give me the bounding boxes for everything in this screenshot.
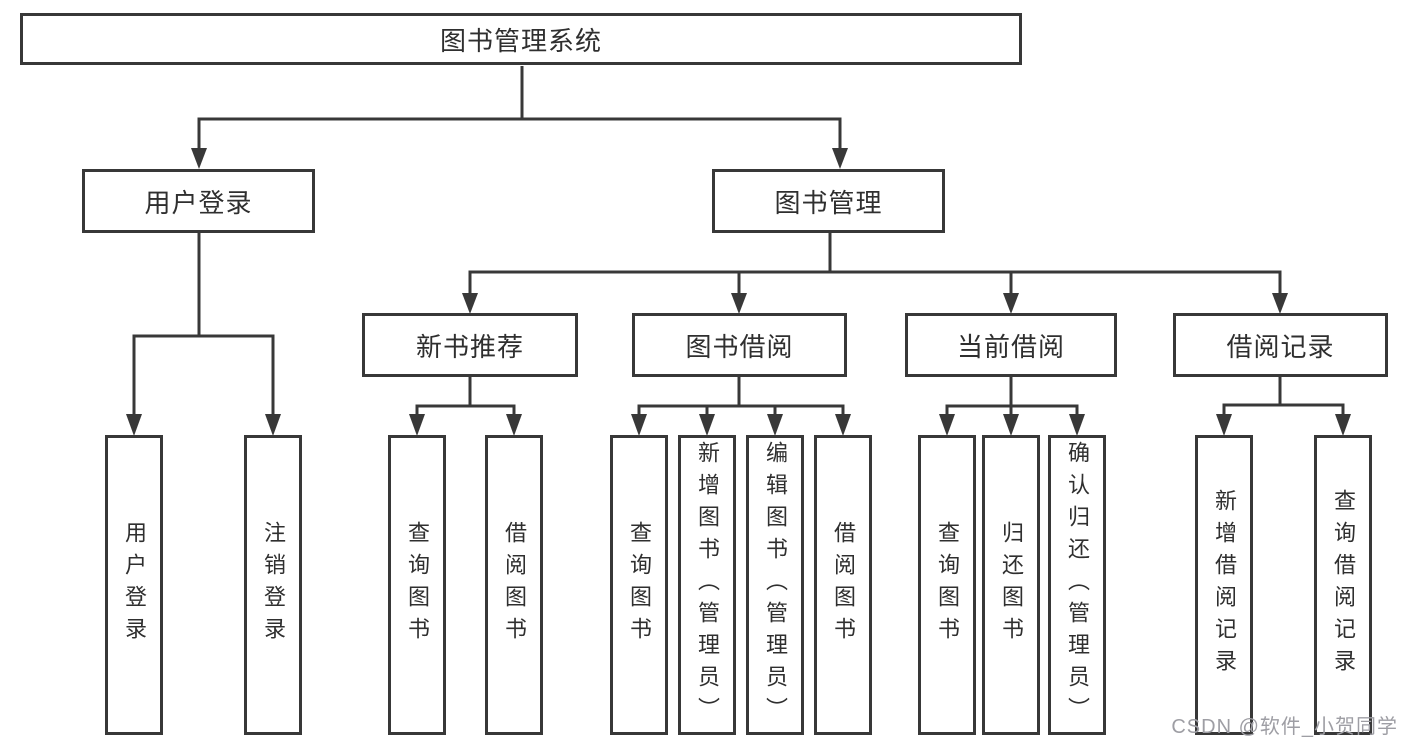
arrow-down-icon [506, 414, 522, 436]
arrow-down-icon [126, 414, 142, 436]
leaf-current-return-books: 归还图书 [982, 435, 1040, 735]
node-borrowing-records: 借阅记录 [1173, 313, 1388, 377]
arrow-down-icon [939, 414, 955, 436]
arrow-down-icon [631, 414, 647, 436]
leaf-current-confirm-return-admin: 确认归还（管理员） [1048, 435, 1106, 735]
leaf-user-login: 用户登录 [105, 435, 163, 735]
arrow-down-icon [731, 293, 747, 314]
leaf-logout: 注销登录 [244, 435, 302, 735]
node-current-borrowing: 当前借阅 [905, 313, 1117, 377]
node-book-borrowing: 图书借阅 [632, 313, 847, 377]
node-label: 用户登录 [144, 187, 253, 218]
arrow-down-icon [835, 414, 851, 436]
connector-borrow-records-children [1216, 377, 1351, 436]
csdn-watermark: CSDN @软件_小贺同学 [1171, 716, 1398, 738]
leaf-borrow-add-books-admin: 新增图书（管理员） [678, 435, 736, 735]
arrow-down-icon [409, 414, 425, 436]
node-label: 借阅图书 [831, 521, 856, 649]
leaf-newbook-query-books: 查询图书 [388, 435, 446, 735]
arrow-down-icon [1272, 293, 1288, 314]
arrow-down-icon [1216, 414, 1232, 436]
node-user-login: 用户登录 [82, 169, 315, 233]
node-label: 确认归还（管理员） [1065, 441, 1090, 729]
leaf-borrow-edit-books-admin: 编辑图书（管理员） [746, 435, 804, 735]
connector-user-login-children [126, 233, 281, 436]
leaf-borrow-borrow-books: 借阅图书 [814, 435, 872, 735]
node-label: 查询图书 [627, 521, 652, 649]
arrow-down-icon [462, 293, 478, 314]
node-label: 图书管理 [774, 187, 883, 218]
arrow-down-icon [1003, 414, 1019, 436]
connector-new-book-children [409, 377, 522, 436]
node-new-book-recommendation: 新书推荐 [362, 313, 578, 377]
node-label: 编辑图书（管理员） [763, 441, 788, 729]
node-label: 新书推荐 [415, 331, 524, 362]
arrow-down-icon [832, 148, 848, 169]
connector-book-borrow-children [631, 377, 851, 436]
node-label: 查询借阅记录 [1331, 489, 1356, 681]
node-label: 图书借阅 [685, 331, 794, 362]
connector-book-management-children [462, 233, 1288, 314]
node-library-management-system: 图书管理系统 [20, 13, 1022, 65]
leaf-newbook-borrow-books: 借阅图书 [485, 435, 543, 735]
arrow-down-icon [191, 148, 207, 169]
node-label: 注销登录 [261, 521, 286, 649]
node-label: 借阅记录 [1226, 331, 1335, 362]
node-book-management: 图书管理 [712, 169, 945, 233]
arrow-down-icon [699, 414, 715, 436]
connector-root [191, 66, 848, 169]
node-label: 图书管理系统 [439, 25, 602, 56]
connector-current-borrow-children [939, 377, 1085, 436]
leaf-current-query-books: 查询图书 [918, 435, 976, 735]
leaf-records-add-record: 新增借阅记录 [1195, 435, 1253, 735]
node-label: 查询图书 [935, 521, 960, 649]
arrow-down-icon [1069, 414, 1085, 436]
node-label: 当前借阅 [956, 331, 1065, 362]
arrow-down-icon [265, 414, 281, 436]
arrow-down-icon [1003, 293, 1019, 314]
node-label: 查询图书 [405, 521, 430, 649]
node-label: 新增图书（管理员） [695, 441, 720, 729]
arrow-down-icon [1335, 414, 1351, 436]
leaf-records-query-record: 查询借阅记录 [1314, 435, 1372, 735]
arrow-down-icon [767, 414, 783, 436]
node-label: 新增借阅记录 [1212, 489, 1237, 681]
node-label: 用户登录 [122, 521, 147, 649]
leaf-borrow-query-books: 查询图书 [610, 435, 668, 735]
node-label: 借阅图书 [502, 521, 527, 649]
node-label: 归还图书 [999, 521, 1024, 649]
